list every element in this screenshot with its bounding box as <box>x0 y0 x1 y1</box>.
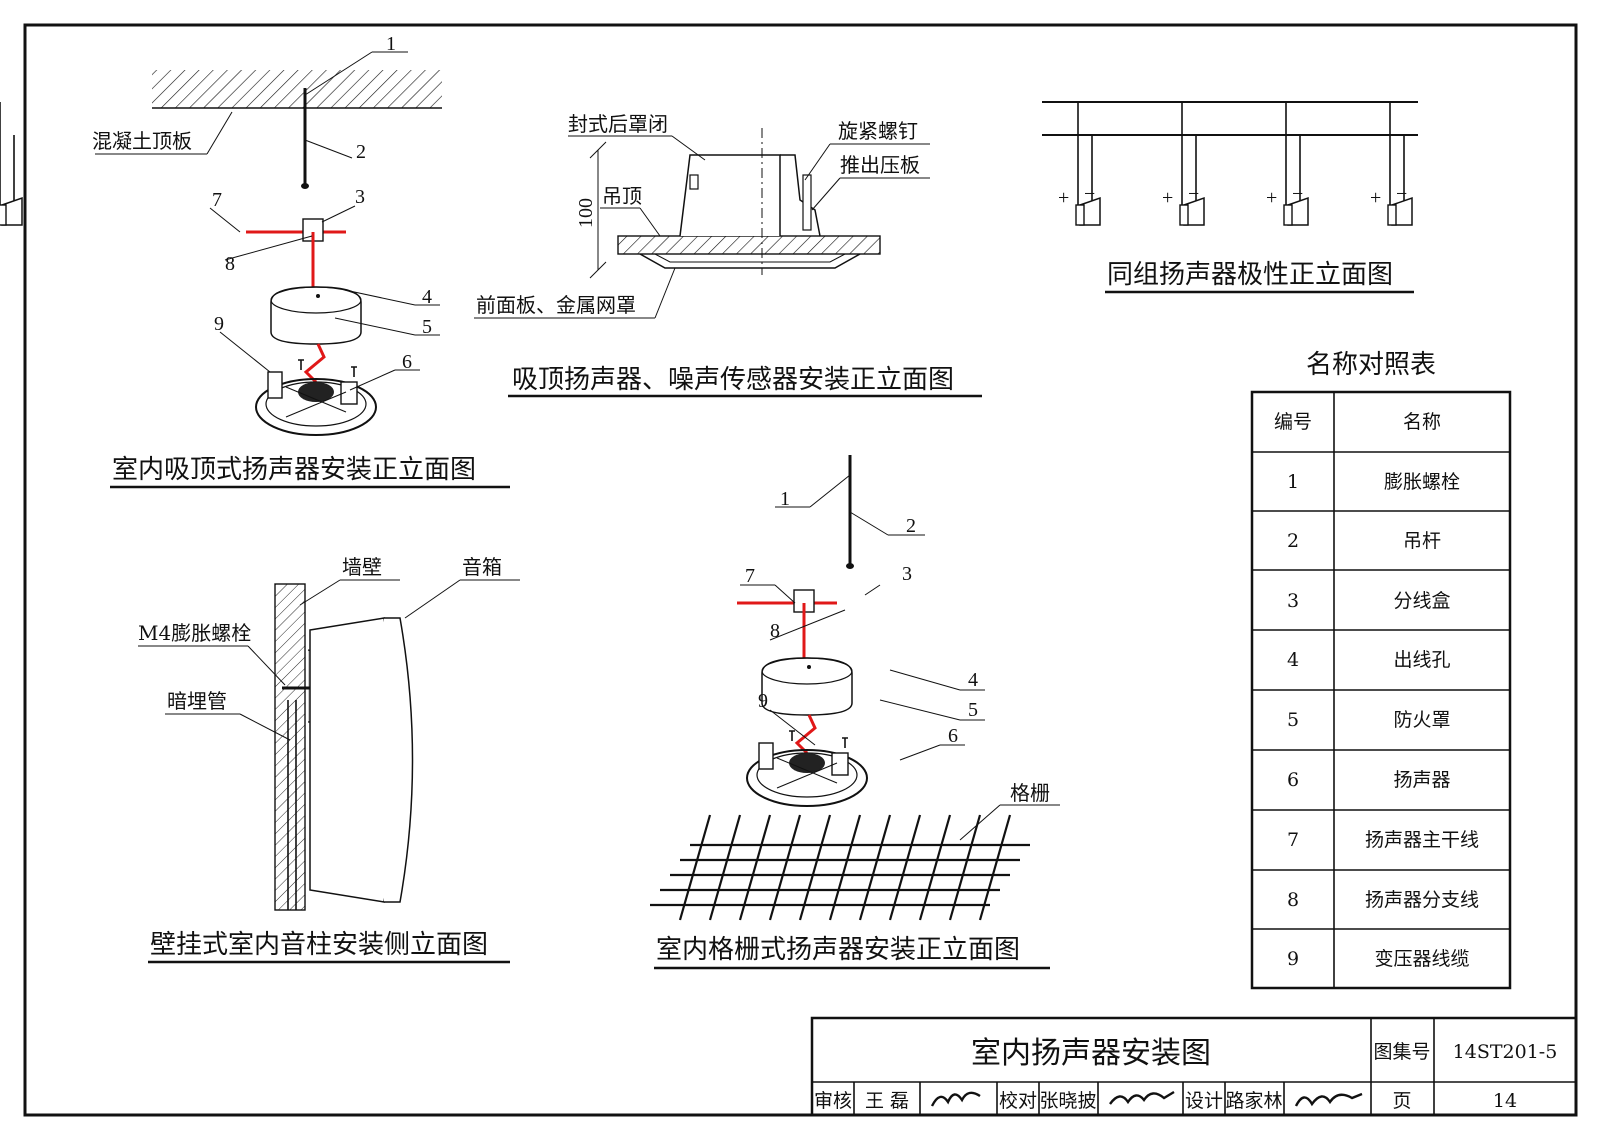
polarity-minus-1: − <box>1084 183 1095 205</box>
legend-row-no: 2 <box>1287 530 1299 552</box>
diagram-ceiling-sensor <box>474 128 982 398</box>
legend-row-name: 分线盒 <box>1393 590 1450 612</box>
legend-row-name: 防火罩 <box>1393 709 1450 731</box>
polarity-minus-4: − <box>1396 183 1407 205</box>
speaker-assembly-e <box>735 588 869 808</box>
label-speaker-box: 音箱 <box>462 555 502 579</box>
legend-row-no: 9 <box>1287 948 1299 970</box>
legend-header-no: 编号 <box>1274 411 1312 433</box>
signature-checker <box>1109 1090 1175 1105</box>
diagram-wall-speaker <box>138 579 520 964</box>
page-number: 14 <box>1493 1090 1517 1112</box>
checker-name: 张晓披 <box>1039 1090 1096 1112</box>
callout-e-6: 6 <box>948 725 958 747</box>
signature-reviewer <box>930 1091 981 1107</box>
legend-row-name: 变压器线缆 <box>1374 948 1469 970</box>
label-front-panel: 前面板、金属网罩 <box>476 293 636 317</box>
callout-a-1: 1 <box>386 33 396 55</box>
legend-row-no: 7 <box>1287 829 1299 851</box>
speaker-assembly-a <box>244 217 378 437</box>
legend-header-name: 名称 <box>1403 411 1441 433</box>
callout-e-5: 5 <box>968 699 978 721</box>
callout-e-9: 9 <box>758 690 768 712</box>
designer-name: 路家林 <box>1225 1090 1282 1112</box>
legend-row-no: 4 <box>1287 649 1299 671</box>
legend-title: 名称对照表 <box>1306 350 1436 380</box>
review-label: 审核 <box>814 1090 852 1112</box>
label-screw: 旋紧螺钉 <box>838 119 918 143</box>
legend-row-no: 6 <box>1287 769 1299 791</box>
title-block <box>810 1016 1578 1117</box>
legend-row-name: 吊杆 <box>1403 530 1441 552</box>
legend-row-no: 5 <box>1287 709 1299 731</box>
callout-e-4: 4 <box>968 669 978 691</box>
legend-table <box>1250 390 1512 990</box>
legend-row-no: 3 <box>1287 590 1299 612</box>
page-label: 页 <box>1392 1090 1411 1112</box>
label-wall: 墙壁 <box>342 555 382 579</box>
legend-row-name: 出线孔 <box>1393 649 1450 671</box>
callout-a-2: 2 <box>356 141 366 163</box>
title-polarity: 同组扬声器极性正立面图 <box>1107 260 1393 290</box>
diagram-grille-speaker <box>650 455 1060 970</box>
legend-row-name: 扬声器 <box>1393 769 1450 791</box>
concrete-slab-hatch <box>152 70 442 108</box>
sheet-border <box>23 23 1578 1117</box>
signature-designer <box>1294 1092 1363 1107</box>
callout-e-2: 2 <box>906 515 916 537</box>
callout-a-5: 5 <box>422 316 432 338</box>
label-rear-cover: 封式后罩闭 <box>568 112 668 136</box>
legend-row-name: 扬声器主干线 <box>1365 829 1479 851</box>
polarity-minus-2: − <box>1188 183 1199 205</box>
slab-label: 混凝土顶板 <box>92 129 192 153</box>
callout-a-3: 3 <box>355 186 365 208</box>
label-plate: 推出压板 <box>840 153 920 177</box>
label-bolt: M4膨胀螺栓 <box>138 621 251 645</box>
callout-a-8: 8 <box>225 253 235 275</box>
callout-a-4: 4 <box>422 286 432 308</box>
callout-e-7: 7 <box>745 565 755 587</box>
callout-e-1: 1 <box>780 488 790 510</box>
legend-row-name: 扬声器分支线 <box>1365 889 1479 911</box>
polarity-minus-3: − <box>1292 183 1303 205</box>
title-ceiling-speaker: 室内吸顶式扬声器安装正立面图 <box>112 455 476 485</box>
legend-row-no: 1 <box>1287 471 1299 493</box>
design-label: 设计 <box>1185 1090 1223 1112</box>
title-wall-speaker: 壁挂式室内音柱安装侧立面图 <box>150 930 488 960</box>
reviewer-name: 王 磊 <box>865 1090 909 1112</box>
atlas-label: 图集号 <box>1373 1041 1430 1063</box>
label-conduit: 暗埋管 <box>167 689 227 713</box>
callout-a-7: 7 <box>212 189 222 211</box>
polarity-plus-4: + <box>1370 187 1381 209</box>
diagram-polarity <box>0 101 1418 294</box>
callout-a-6: 6 <box>402 351 412 373</box>
atlas-number: 14ST201-5 <box>1453 1041 1558 1063</box>
label-ceiling: 吊顶 <box>602 184 642 208</box>
label-dimension: 100 <box>575 198 597 228</box>
check-label: 校对 <box>999 1090 1037 1112</box>
legend-row-name: 膨胀螺栓 <box>1384 471 1460 493</box>
drawing-title: 室内扬声器安装图 <box>971 1036 1211 1071</box>
callout-a-9: 9 <box>214 313 224 335</box>
label-grille: 格栅 <box>1010 781 1050 805</box>
polarity-plus-3: + <box>1266 187 1277 209</box>
polarity-plus-2: + <box>1162 187 1173 209</box>
callout-e-3: 3 <box>902 563 912 585</box>
polarity-plus-1: + <box>1058 187 1069 209</box>
legend-row-no: 8 <box>1287 889 1299 911</box>
callout-e-8: 8 <box>770 620 780 642</box>
diagram-ceiling-speaker <box>95 51 510 489</box>
title-ceiling-sensor: 吸顶扬声器、噪声传感器安装正立面图 <box>512 365 954 395</box>
title-grille-speaker: 室内格栅式扬声器安装正立面图 <box>656 935 1020 965</box>
